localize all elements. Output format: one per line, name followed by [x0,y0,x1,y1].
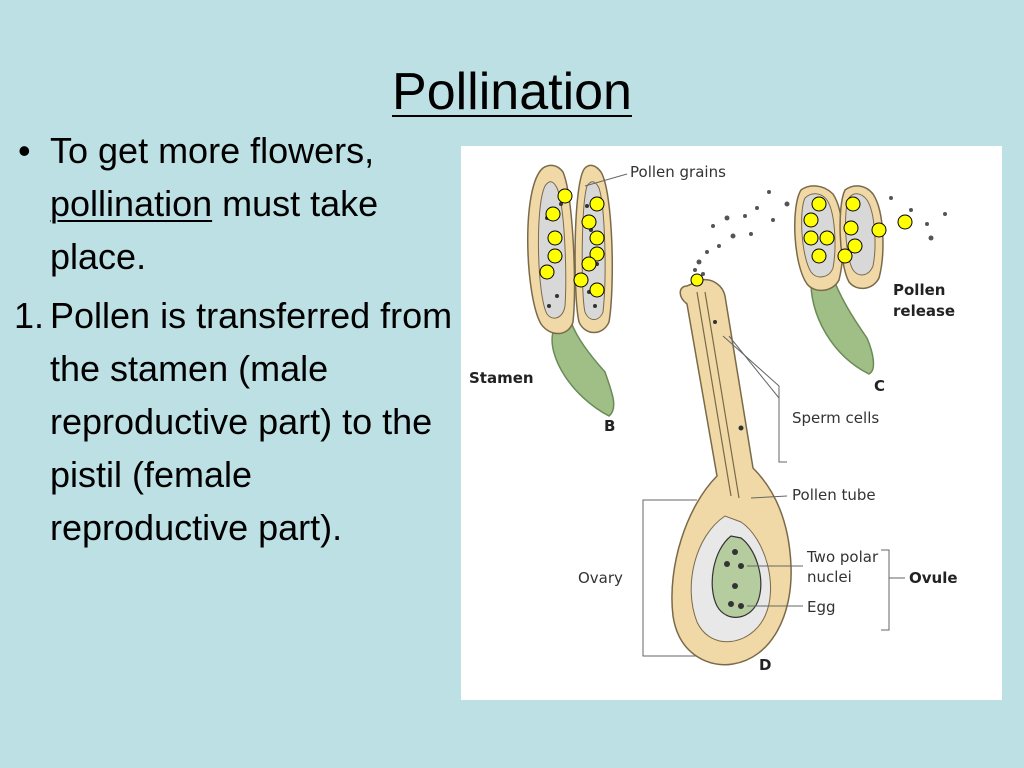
pollen-grains-leader [584,173,628,187]
slide-title: Pollination [392,63,632,121]
ovule-bracket [881,549,890,631]
ovule-nuclei [724,549,744,609]
label-two-polar-line1: Two polar [806,548,879,566]
pollen-tube-leader [750,495,788,499]
diagram-svg: Pollen grains Stamen B Pollen release C [469,163,958,674]
label-b: B [604,417,615,435]
anther-c-sac-right [845,193,876,276]
bullet-text-suffix: must take place. [50,183,379,277]
sperm-cells-bracket [722,335,787,463]
label-stamen: Stamen [469,369,534,387]
label-c: C [874,377,885,395]
bullet-item-1: • To get more flowers, pollination must … [14,124,454,283]
stamen-filament [551,320,615,417]
highlighted-pollen-grains-c [803,196,913,264]
numbered-item-1: 1. Pollen is transferred from the stamen… [14,289,454,554]
sperm-cell-1 [713,320,717,324]
released-pollen-dots [691,190,947,284]
label-d: D [759,656,771,674]
ovule-embryo-sac [711,535,762,618]
numbered-item-text: Pollen is transferred from the stamen (m… [50,295,453,548]
pollen-tube-walls [696,291,740,499]
item-number: 1. [14,295,45,336]
label-two-polar-line2: nuclei [807,568,852,586]
label-pollen-release-line1: Pollen [893,281,945,299]
bullet-list: • To get more flowers, pollination must … [14,124,454,554]
sperm-cells-leader [728,335,780,399]
label-ovule: Ovule [909,569,958,587]
pollination-term: pollination [50,183,213,224]
pistil-d [671,273,792,666]
label-pollen-grains: Pollen grains [630,163,726,181]
stamen-b [527,164,615,417]
sperm-cell-2 [738,425,744,431]
pollination-diagram: Pollen grains Stamen B Pollen release C [461,146,1002,700]
label-pollen-release-line2: release [893,302,955,320]
label-sperm-cells: Sperm cells [792,409,879,427]
stamen-c [794,185,913,375]
label-pollen-tube: Pollen tube [792,486,876,504]
stamen-c-filament [810,271,875,375]
pollen-grain-on-stigma [690,273,704,287]
bullet-text-prefix: To get more flowers, [50,130,375,171]
ovary-bracket [642,499,697,657]
label-egg: Egg [807,598,836,616]
label-ovary: Ovary [578,569,623,587]
highlighted-pollen-grains-b [539,188,605,298]
bullet-dot: • [18,130,31,171]
